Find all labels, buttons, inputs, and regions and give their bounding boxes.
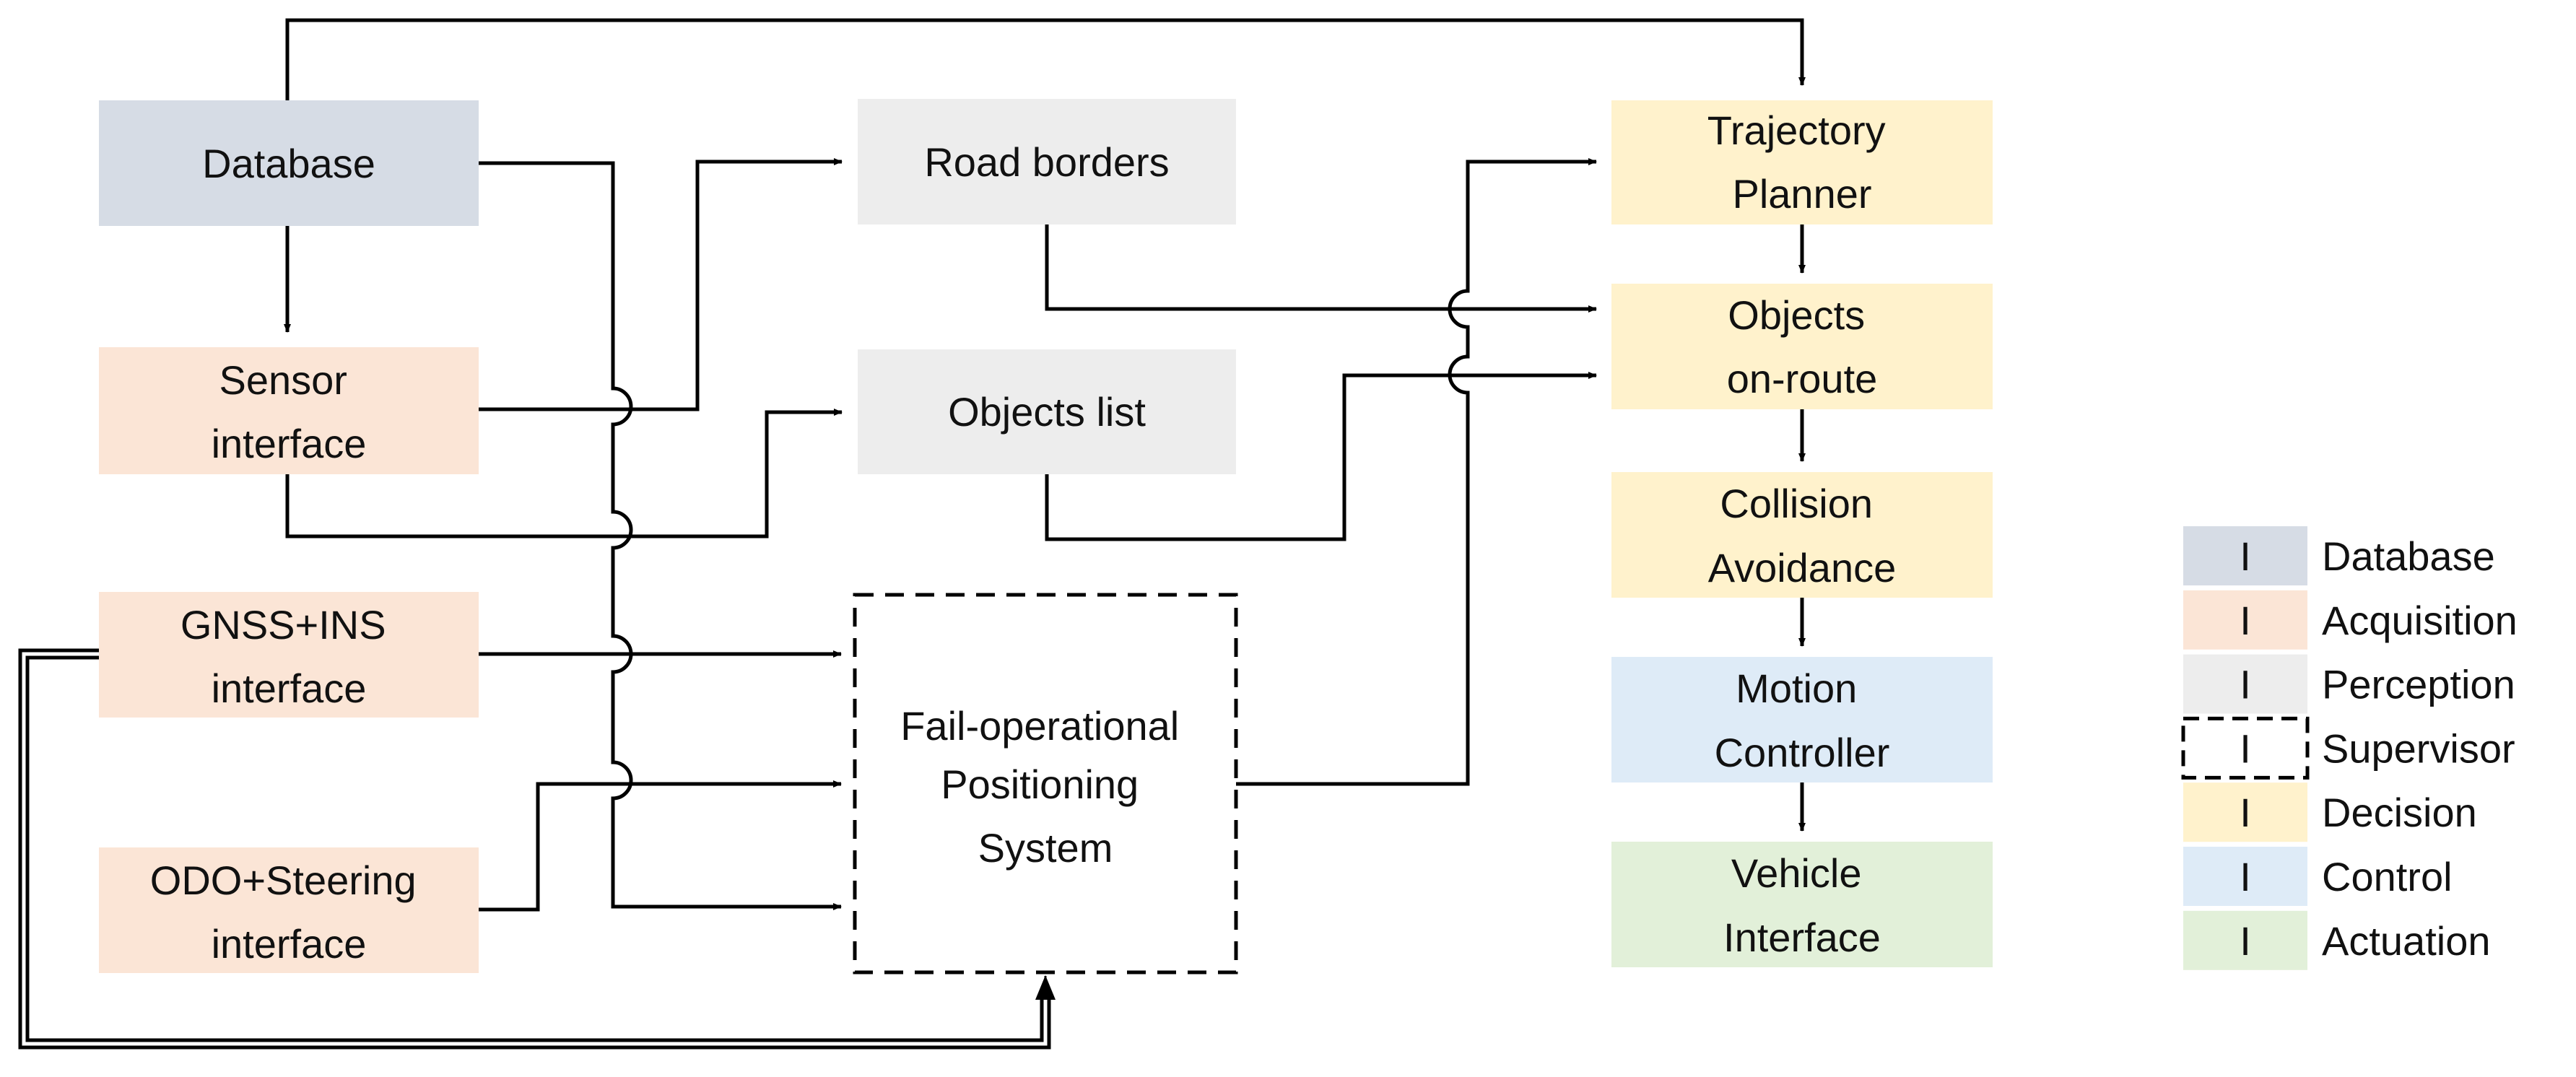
legend-swatch — [2183, 782, 2307, 842]
legend-item-database: I Database — [2183, 526, 2495, 585]
edge-database-to-fail-operational — [479, 161, 842, 910]
node-objects-list-label: Objects list — [948, 389, 1146, 435]
legend-swatch-glyph: I — [2240, 918, 2251, 964]
edge-objects-list-to-objects-on-route — [1045, 372, 1597, 541]
node-sensor-interface-label: Sensor interface — [212, 357, 367, 466]
edge-road-borders-to-objects-on-route — [1045, 224, 1597, 313]
legend-swatch-glyph: I — [2240, 662, 2251, 707]
node-database: Database — [99, 100, 479, 226]
edge-sensor-to-road-borders — [479, 158, 843, 411]
connectors — [284, 18, 1806, 912]
legend-swatch — [2183, 654, 2307, 714]
legend-item-supervisor: I Supervisor — [2181, 716, 2515, 780]
legend-swatch-glyph: I — [2240, 854, 2251, 899]
legend-swatch-glyph: I — [2240, 533, 2251, 579]
node-collision-avoidance-label: Collision Avoidance — [1708, 481, 1897, 590]
node-road-borders: Road borders — [858, 99, 1236, 224]
node-collision-avoidance: Collision Avoidance — [1611, 472, 1993, 598]
node-motion-controller: Motion Controller — [1611, 657, 1993, 782]
node-trajectory-planner-label: Trajectory Planner — [1707, 108, 1897, 217]
legend-swatch — [2183, 590, 2307, 650]
legend-label: Perception — [2322, 662, 2515, 707]
edge-odo-to-fail-operational — [479, 780, 842, 912]
node-vehicle-interface-label: Vehicle Interface — [1723, 850, 1881, 960]
legend-label: Actuation — [2322, 918, 2491, 964]
node-database-label: Database — [202, 141, 375, 186]
legend-label: Acquisition — [2322, 598, 2518, 643]
node-motion-controller-label: Motion Controller — [1715, 666, 1890, 775]
legend-item-decision: I Decision — [2183, 782, 2477, 842]
legend-item-control: I Control — [2183, 847, 2453, 906]
node-fail-operational-positioning-system: Fail-operational Positioning System — [853, 593, 1238, 974]
legend-swatch — [2183, 526, 2307, 585]
legend-swatch-glyph: I — [2240, 598, 2251, 643]
edge-database-to-trajectory — [285, 18, 1806, 100]
legend-label: Decision — [2322, 790, 2477, 835]
edge-gnss-to-fail-operational-double — [18, 648, 1056, 1050]
legend-label: Supervisor — [2322, 725, 2515, 771]
node-objects-on-route-label: Objects on-route — [1727, 292, 1878, 401]
legend-item-actuation: I Actuation — [2183, 910, 2491, 970]
node-odo-steering-interface-label: ODO+Steering interface — [150, 858, 427, 967]
node-fail-operational-label: Fail-operational Positioning System — [900, 703, 1191, 871]
node-objects-on-route: Objects on-route — [1611, 284, 1993, 409]
legend-swatch — [2183, 910, 2307, 970]
node-objects-list: Objects list — [858, 349, 1236, 474]
legend-item-acquisition: I Acquisition — [2183, 590, 2518, 650]
legend-label: Control — [2322, 854, 2453, 899]
node-gnss-ins-interface: GNSS+INS interface — [99, 592, 479, 718]
legend-swatch-glyph: I — [2240, 790, 2251, 835]
node-vehicle-interface: Vehicle Interface — [1611, 842, 1993, 967]
node-gnss-ins-interface-label: GNSS+INS interface — [180, 602, 397, 711]
legend-swatch — [2183, 847, 2307, 906]
legend-swatch — [2181, 716, 2310, 780]
node-odo-steering-interface: ODO+Steering interface — [99, 847, 479, 973]
legend-item-perception: I Perception — [2183, 654, 2515, 714]
edge-sensor-to-objects-list — [285, 409, 843, 538]
node-sensor-interface: Sensor interface — [99, 347, 479, 474]
edge-fail-operational-to-trajectory — [1236, 158, 1597, 786]
legend-label: Database — [2322, 533, 2495, 579]
node-road-borders-label: Road borders — [924, 139, 1169, 185]
node-trajectory-planner: Trajectory Planner — [1611, 100, 1993, 224]
legend-swatch-glyph: I — [2240, 725, 2251, 771]
